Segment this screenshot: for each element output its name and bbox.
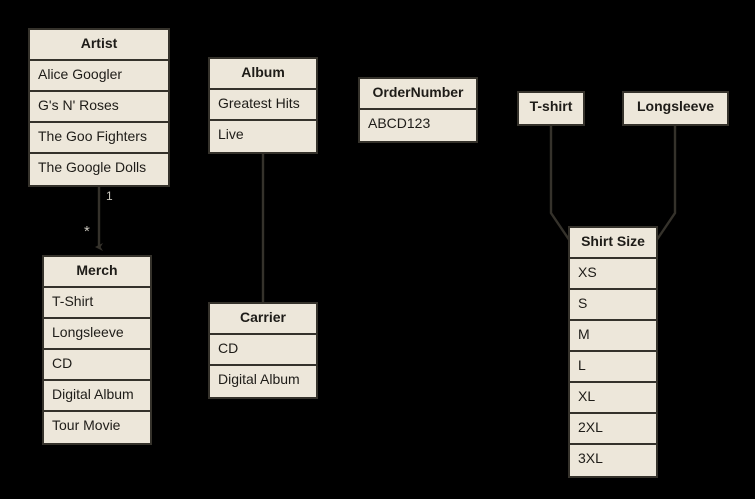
edge-label-source-multiplicity: 1 [106,189,113,203]
entity-shirt-size-item-5[interactable]: 2XL [570,414,656,445]
entity-album[interactable]: Album Greatest Hits Live [208,57,318,154]
entity-merch-item-2[interactable]: CD [44,350,150,381]
entity-merch-item-1[interactable]: Longsleeve [44,319,150,350]
entity-album-item-1[interactable]: Live [210,121,316,152]
entity-artist-item-1[interactable]: G's N' Roses [30,92,168,123]
entity-merch-item-4[interactable]: Tour Movie [44,412,150,443]
entity-artist-item-3[interactable]: The Google Dolls [30,154,168,185]
entity-album-title: Album [210,59,316,90]
entity-carrier-item-0[interactable]: CD [210,335,316,366]
entity-longsleeve-title: Longsleeve [624,93,727,124]
entity-album-item-0[interactable]: Greatest Hits [210,90,316,121]
entity-shirt-size[interactable]: Shirt Size XS S M L XL 2XL 3XL [568,226,658,478]
entity-tshirt[interactable]: T-shirt [517,91,585,126]
entity-shirt-size-item-4[interactable]: XL [570,383,656,414]
entity-merch[interactable]: Merch T-Shirt Longsleeve CD Digital Albu… [42,255,152,445]
entity-carrier[interactable]: Carrier CD Digital Album [208,302,318,399]
entity-order-number-item-0[interactable]: ABCD123 [360,110,476,141]
entity-artist-title: Artist [30,30,168,61]
entity-shirt-size-item-1[interactable]: S [570,290,656,321]
entity-carrier-title: Carrier [210,304,316,335]
entity-order-number[interactable]: OrderNumber ABCD123 [358,77,478,143]
entity-shirt-size-item-3[interactable]: L [570,352,656,383]
entity-artist-item-0[interactable]: Alice Googler [30,61,168,92]
entity-carrier-item-1[interactable]: Digital Album [210,366,316,397]
entity-longsleeve[interactable]: Longsleeve [622,91,729,126]
entity-shirt-size-item-6[interactable]: 3XL [570,445,656,476]
entity-merch-title: Merch [44,257,150,288]
entity-artist[interactable]: Artist Alice Googler G's N' Roses The Go… [28,28,170,187]
entity-order-number-title: OrderNumber [360,79,476,110]
entity-shirt-size-item-0[interactable]: XS [570,259,656,290]
entity-shirt-size-item-2[interactable]: M [570,321,656,352]
entity-tshirt-title: T-shirt [519,93,583,124]
entity-merch-item-0[interactable]: T-Shirt [44,288,150,319]
entity-shirt-size-title: Shirt Size [570,228,656,259]
entity-merch-item-3[interactable]: Digital Album [44,381,150,412]
entity-artist-item-2[interactable]: The Goo Fighters [30,123,168,154]
edge-label-target-multiplicity: * [84,223,90,240]
